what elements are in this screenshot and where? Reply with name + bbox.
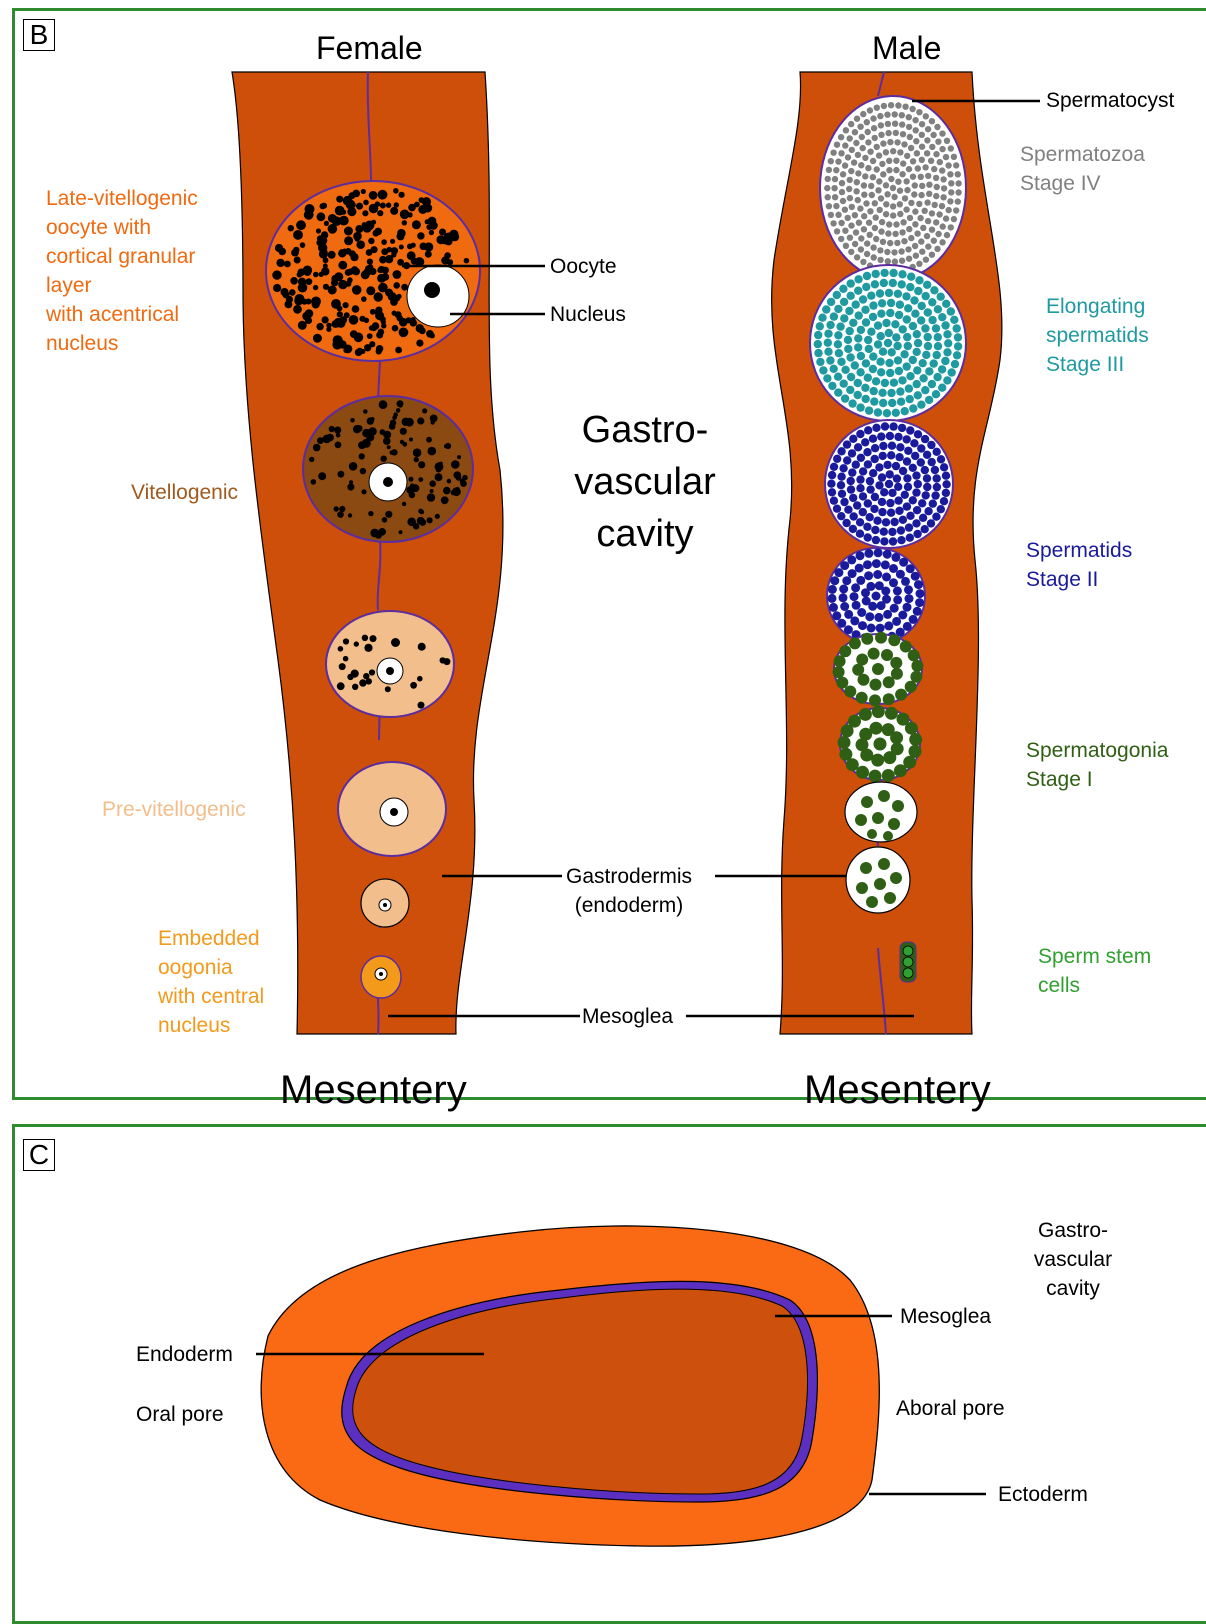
- spermatozoa-line-2: Stage IV: [1020, 169, 1145, 198]
- aboral-pore-label: Aboral pore: [896, 1394, 1005, 1423]
- male-heading: Male: [872, 30, 941, 67]
- stem-line-1: Sperm stem: [1038, 942, 1151, 971]
- embedded-oogonia-label: Embedded oogonia with central nucleus: [158, 924, 264, 1040]
- oocyte-callout: Oocyte: [550, 252, 617, 281]
- spermatogonia-line-2: Stage I: [1026, 765, 1168, 794]
- c-cavity-line-1: Gastro-: [1028, 1216, 1118, 1245]
- late-label-line-3: cortical granular: [46, 242, 198, 271]
- vitellogenic-nucleus: [369, 463, 407, 501]
- late-label-line-2: oocyte with: [46, 213, 198, 242]
- oogonia-line-2: oogonia: [158, 953, 264, 982]
- mesentery-right-label: Mesentery: [804, 1068, 991, 1113]
- sperm-stem-cells-label: Sperm stem cells: [1038, 942, 1151, 1000]
- spermatids-line-2: Stage II: [1026, 565, 1132, 594]
- nucleus-callout: Nucleus: [550, 300, 626, 329]
- elongating-line-1: Elongating: [1046, 292, 1149, 321]
- endoderm-label: Endoderm: [136, 1340, 233, 1369]
- gastrodermis-callout: Gastrodermis (endoderm): [566, 862, 692, 920]
- mesentery-left-label: Mesentery: [280, 1068, 467, 1113]
- spermatozoa-label: Spermatozoa Stage IV: [1020, 140, 1145, 198]
- spermatogonia-label: Spermatogonia Stage I: [1026, 736, 1168, 794]
- spermatids-label: Spermatids Stage II: [1026, 536, 1132, 594]
- female-heading: Female: [316, 30, 423, 67]
- elongating-line-3: Stage III: [1046, 350, 1149, 379]
- oogonia-line-4: nucleus: [158, 1011, 264, 1040]
- late-label-line-6: nucleus: [46, 329, 198, 358]
- mesoglea-label-c: Mesoglea: [900, 1302, 991, 1331]
- late-label-line-5: with acentrical: [46, 300, 198, 329]
- oral-pore-label: Oral pore: [136, 1400, 224, 1429]
- spermatocyst-callout: Spermatocyst: [1046, 86, 1174, 115]
- oogonia-line-1: Embedded: [158, 924, 264, 953]
- stem-line-2: cells: [1038, 971, 1151, 1000]
- cavity-line-1: Gastro-: [560, 404, 730, 456]
- gastrodermis-line-1: Gastrodermis: [566, 862, 692, 891]
- c-cavity-line-2: vascular: [1028, 1245, 1118, 1274]
- ectoderm-label: Ectoderm: [998, 1480, 1088, 1509]
- mesoglea-callout-b: Mesoglea: [582, 1002, 673, 1031]
- pre-vitellogenic-nucleus-1: [377, 658, 403, 684]
- embedded-oogonium: [361, 956, 401, 998]
- spermatogonia-cyst-3: [845, 782, 917, 842]
- pre-vitellogenic-oocyte-2: [338, 762, 446, 856]
- gastrovascular-cavity-label-b: Gastro- vascular cavity: [560, 404, 730, 560]
- spermatogonia-line-1: Spermatogonia: [1026, 736, 1168, 765]
- small-oocyte: [361, 879, 409, 927]
- elongating-line-2: spermatids: [1046, 321, 1149, 350]
- gastrodermis-line-2: (endoderm): [566, 891, 692, 920]
- late-label-line-4: layer: [46, 271, 198, 300]
- spermatogonia-cyst-4: [846, 847, 910, 913]
- late-oocyte-nucleus: [407, 265, 469, 327]
- sperm-stem-cells: [900, 942, 916, 982]
- vitellogenic-label: Vitellogenic: [131, 478, 238, 507]
- cavity-line-2: vascular: [560, 456, 730, 508]
- cavity-line-3: cavity: [560, 508, 730, 560]
- gastrovascular-cavity-label-c: Gastro- vascular cavity: [1028, 1216, 1118, 1303]
- spermatozoa-line-1: Spermatozoa: [1020, 140, 1145, 169]
- late-vitellogenic-label: Late-vitellogenic oocyte with cortical g…: [46, 184, 198, 358]
- pre-vitellogenic-label: Pre-vitellogenic: [102, 795, 246, 824]
- spermatids-line-1: Spermatids: [1026, 536, 1132, 565]
- late-label-line-1: Late-vitellogenic: [46, 184, 198, 213]
- c-cavity-line-3: cavity: [1028, 1274, 1118, 1303]
- oogonia-line-3: with central: [158, 982, 264, 1011]
- elongating-spermatids-label: Elongating spermatids Stage III: [1046, 292, 1149, 379]
